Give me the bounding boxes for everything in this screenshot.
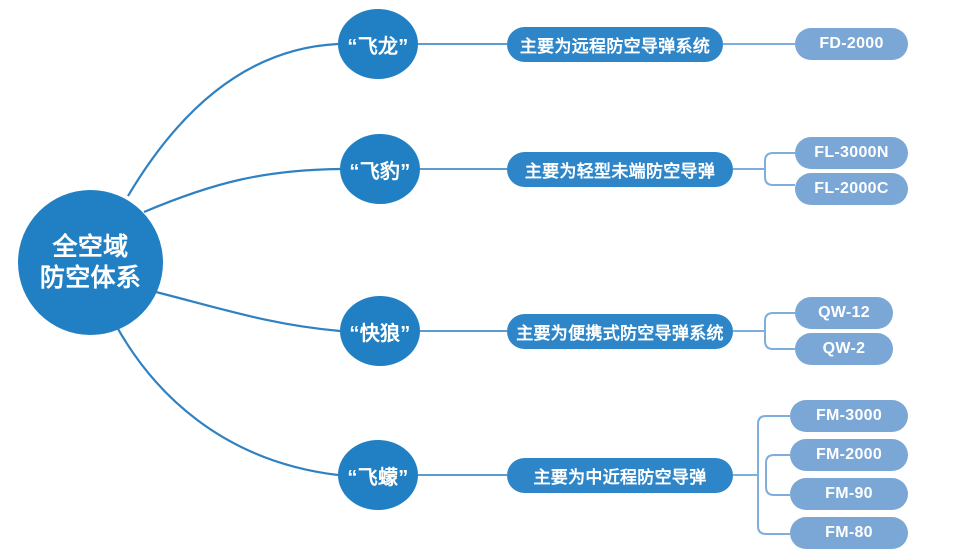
- description-label-2: 主要为轻型未端防空导弹: [524, 162, 716, 181]
- bracket-group-4-outer: [757, 415, 790, 535]
- description-node-1[interactable]: 主要为远程防空导弹系统: [507, 27, 723, 62]
- branch-node-4[interactable]: “飞蠓”: [338, 440, 418, 510]
- leaf-label-fm-80: FM-80: [825, 524, 873, 541]
- description-node-2[interactable]: 主要为轻型未端防空导弹: [507, 152, 733, 187]
- leaf-node-fl-3000n[interactable]: FL-3000N: [795, 137, 908, 169]
- branch-label-3: “快狼”: [349, 322, 411, 345]
- description-label-1: 主要为远程防空导弹系统: [519, 37, 711, 56]
- leaf-node-fm-2000[interactable]: FM-2000: [790, 439, 908, 471]
- branch-node-3[interactable]: “快狼”: [340, 296, 420, 366]
- branch-label-2: “飞豹”: [349, 160, 411, 183]
- leaf-label-qw-2: QW-2: [822, 340, 866, 357]
- leaf-node-fm-90[interactable]: FM-90: [790, 478, 908, 510]
- bracket-group-2: [764, 152, 795, 186]
- edge-hub-to-branch-2: [143, 167, 341, 214]
- leaf-label-fm-3000: FM-3000: [815, 407, 883, 424]
- leaf-node-qw-2[interactable]: QW-2: [795, 333, 893, 365]
- description-node-4[interactable]: 主要为中近程防空导弹: [507, 458, 733, 493]
- leaf-node-fl-2000c[interactable]: FL-2000C: [795, 173, 908, 205]
- leaf-label-fm-90: FM-90: [825, 485, 873, 502]
- leaf-node-fm-80[interactable]: FM-80: [790, 517, 908, 549]
- branch-node-1[interactable]: “飞龙”: [338, 9, 418, 79]
- root-node[interactable]: 全空域 防空体系: [18, 190, 163, 335]
- leaf-label-qw-12: QW-12: [818, 304, 870, 321]
- leaf-label-fm-2000: FM-2000: [815, 446, 883, 463]
- leaf-label-fd-2000: FD-2000: [819, 35, 884, 52]
- bracket-group-4-inner: [765, 454, 790, 496]
- leaf-node-fm-3000[interactable]: FM-3000: [790, 400, 908, 432]
- description-label-3: 主要为便携式防空导弹系统: [516, 324, 724, 343]
- edge-hub-to-branch-3: [147, 288, 341, 333]
- edge-hub-to-branch-4: [103, 301, 339, 477]
- branch-label-1: “飞龙”: [347, 35, 409, 58]
- description-node-3[interactable]: 主要为便携式防空导弹系统: [507, 314, 733, 349]
- branch-node-2[interactable]: “飞豹”: [340, 134, 420, 204]
- leaf-node-fd-2000[interactable]: FD-2000: [795, 28, 908, 60]
- description-label-4: 主要为中近程防空导弹: [533, 468, 707, 487]
- root-label-line1: 全空域: [52, 233, 129, 261]
- edge-hub-to-branch-1: [127, 42, 339, 197]
- root-label-line2: 防空体系: [39, 263, 142, 292]
- leaf-label-fl-2000c: FL-2000C: [814, 180, 889, 197]
- branch-label-4: “飞蠓”: [347, 466, 409, 489]
- leaf-node-qw-12[interactable]: QW-12: [795, 297, 893, 329]
- bracket-group-3: [764, 312, 795, 350]
- leaf-label-fl-3000n: FL-3000N: [814, 144, 889, 161]
